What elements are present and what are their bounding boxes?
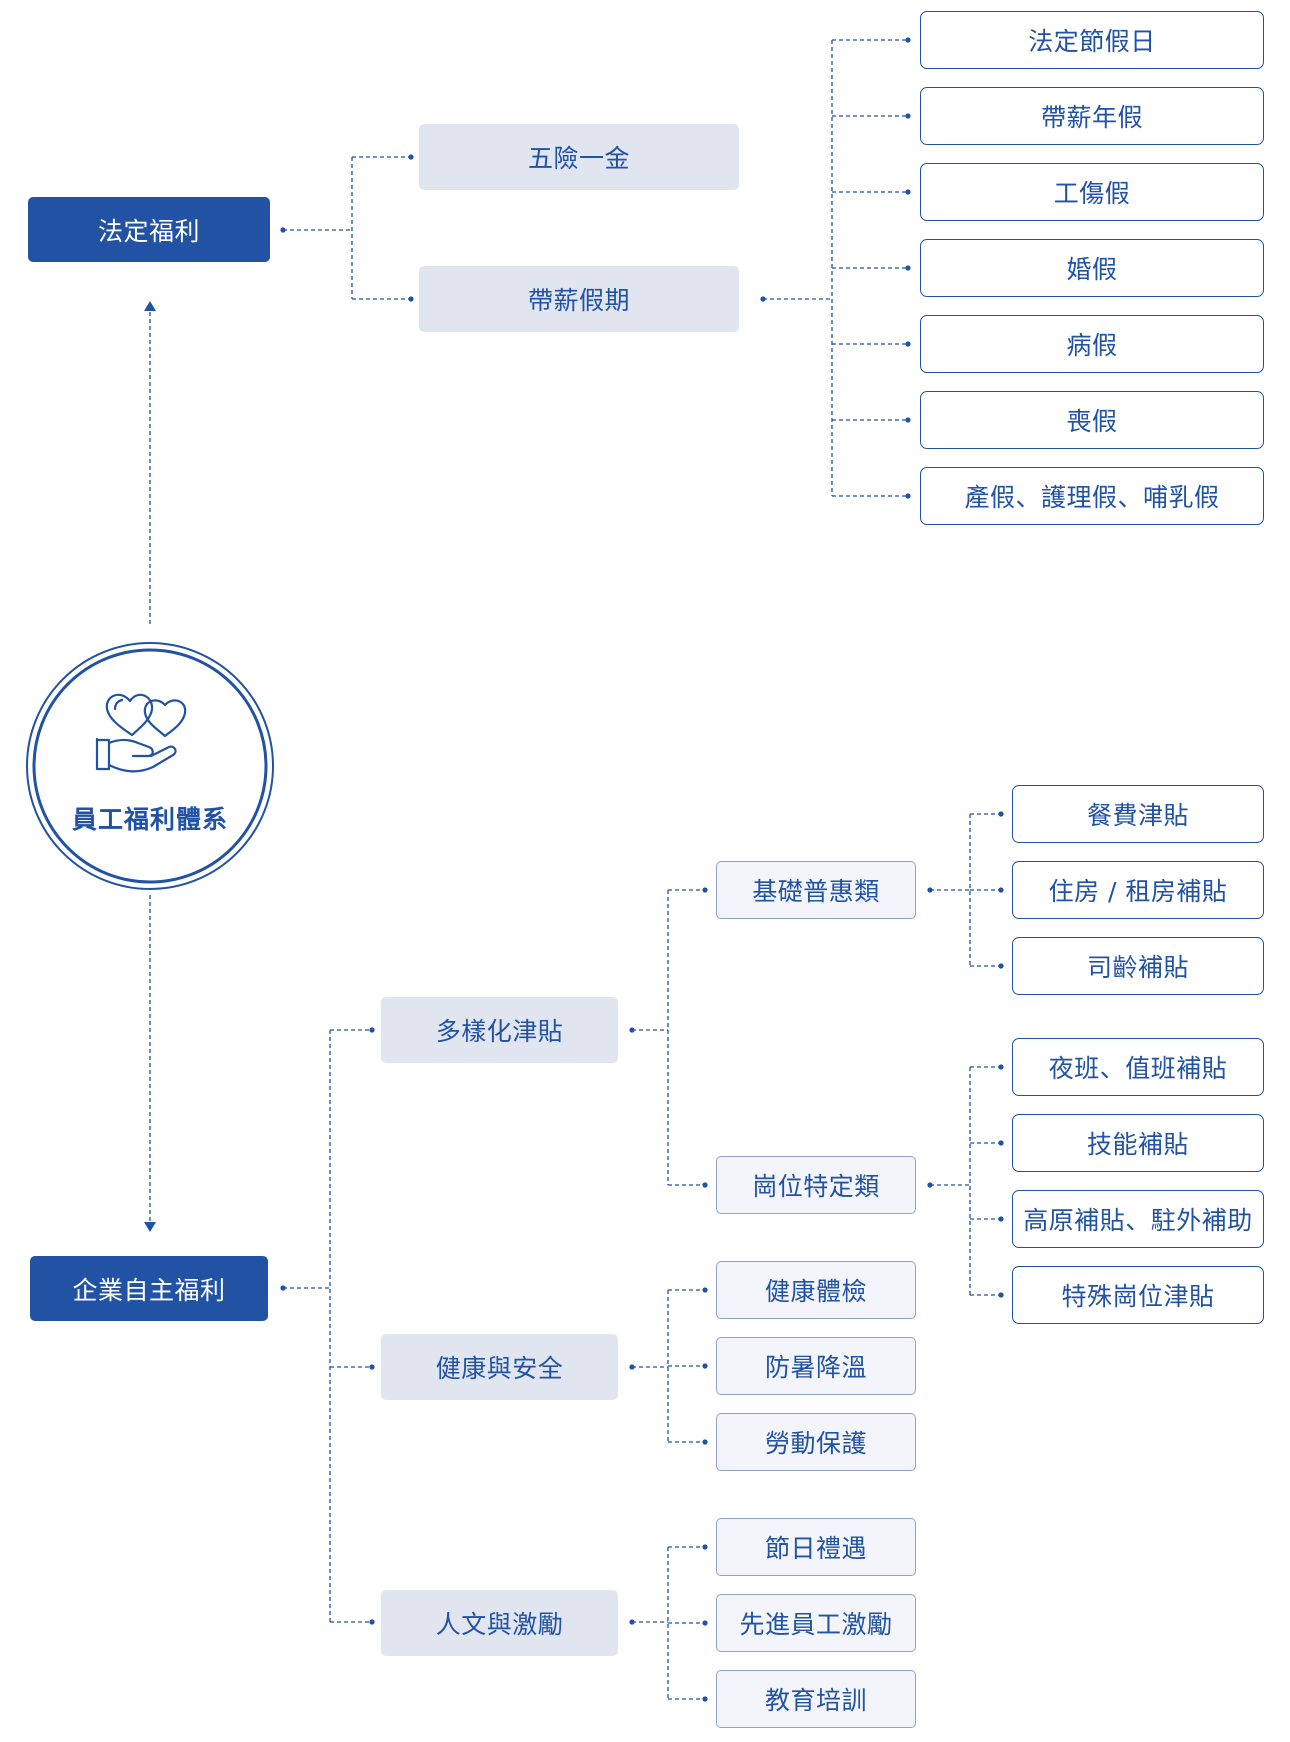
connector-dot	[702, 1287, 708, 1293]
connector-dot	[702, 1620, 708, 1626]
connector-dot	[998, 1216, 1004, 1222]
leaf-night-shift-subsidy[interactable]: 夜班、值班補貼	[1012, 1038, 1264, 1096]
connector-dot	[369, 1027, 375, 1033]
leaf-special-post-allowance[interactable]: 特殊崗位津貼	[1012, 1266, 1264, 1324]
leaf-labor-protection[interactable]: 勞動保護	[716, 1413, 916, 1471]
connector-dot	[998, 811, 1004, 817]
connector-dot	[905, 265, 911, 271]
connector-dot	[905, 37, 911, 43]
statutory-root[interactable]: 法定福利	[28, 197, 270, 262]
connector-dot	[702, 1439, 708, 1445]
leaf-public-holiday[interactable]: 法定節假日	[920, 11, 1264, 69]
connector-dot	[702, 887, 708, 893]
connector-dot	[998, 1140, 1004, 1146]
leaf-meal-allowance[interactable]: 餐費津貼	[1012, 785, 1264, 843]
leaf-holiday-gifts[interactable]: 節日禮遇	[716, 1518, 916, 1576]
statutory-paid-leave[interactable]: 帶薪假期	[419, 266, 739, 332]
center-label: 員工福利體系	[71, 805, 228, 834]
leaf-plateau-subsidy[interactable]: 高原補貼、駐外補助	[1012, 1190, 1264, 1248]
leaf-health-checkup[interactable]: 健康體檢	[716, 1261, 916, 1319]
leaf-housing-subsidy[interactable]: 住房 / 租房補貼	[1012, 861, 1264, 919]
subcat-basic-universal[interactable]: 基礎普惠類	[716, 861, 916, 919]
connector-dot	[408, 296, 414, 302]
connector-dot	[905, 189, 911, 195]
statutory-social-insurance[interactable]: 五險一金	[419, 124, 739, 190]
connector-dot	[905, 341, 911, 347]
heart-hand-icon	[95, 693, 187, 773]
connector-dot	[905, 113, 911, 119]
leaf-bereavement-leave[interactable]: 喪假	[920, 391, 1264, 449]
leaf-seniority-subsidy[interactable]: 司齡補貼	[1012, 937, 1264, 995]
connector-dot	[702, 1696, 708, 1702]
center-circle	[26, 642, 274, 890]
arrow-up-icon	[144, 301, 156, 311]
subcat-position-specific[interactable]: 崗位特定類	[716, 1156, 916, 1214]
enterprise-allowances[interactable]: 多樣化津貼	[381, 997, 618, 1063]
connector-dot	[905, 417, 911, 423]
connector-dot	[702, 1182, 708, 1188]
leaf-work-injury-leave[interactable]: 工傷假	[920, 163, 1264, 221]
connector-dot	[369, 1364, 375, 1370]
connector-dot	[998, 963, 1004, 969]
connector-dot	[369, 1619, 375, 1625]
leaf-maternity-leave[interactable]: 產假、護理假、哺乳假	[920, 467, 1264, 525]
enterprise-root[interactable]: 企業自主福利	[30, 1256, 268, 1321]
leaf-skill-subsidy[interactable]: 技能補貼	[1012, 1114, 1264, 1172]
connector-dot	[998, 1064, 1004, 1070]
connector-dot	[408, 154, 414, 160]
enterprise-health-safety[interactable]: 健康與安全	[381, 1334, 618, 1400]
connector-dot	[998, 887, 1004, 893]
connector-dot	[702, 1544, 708, 1550]
connector-dot	[998, 1292, 1004, 1298]
center-hub: 員工福利體系	[25, 641, 275, 891]
leaf-sick-leave[interactable]: 病假	[920, 315, 1264, 373]
leaf-heat-protection[interactable]: 防暑降溫	[716, 1337, 916, 1395]
leaf-employee-incentive[interactable]: 先進員工激勵	[716, 1594, 916, 1652]
connector-dot	[905, 493, 911, 499]
leaf-annual-leave[interactable]: 帶薪年假	[920, 87, 1264, 145]
enterprise-culture-incentive[interactable]: 人文與激勵	[381, 1590, 618, 1656]
connector-dot	[702, 1363, 708, 1369]
arrow-down-icon	[144, 1222, 156, 1232]
leaf-education-training[interactable]: 教育培訓	[716, 1670, 916, 1728]
leaf-marriage-leave[interactable]: 婚假	[920, 239, 1264, 297]
